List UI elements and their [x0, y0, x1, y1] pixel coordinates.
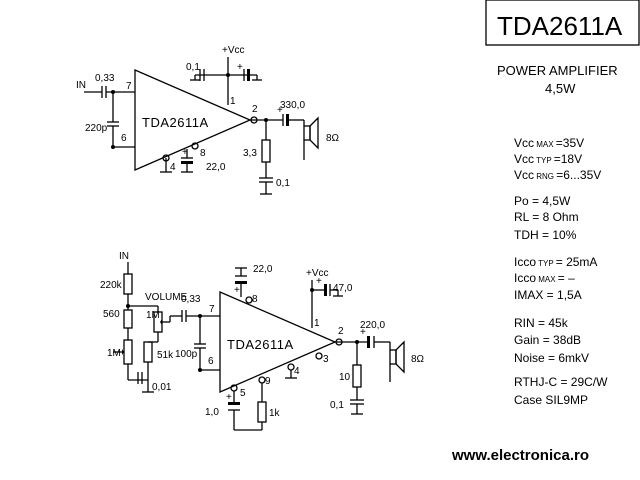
- c1-pin1: 1: [230, 96, 236, 107]
- c1-rzobel-label: 3,3: [243, 148, 257, 159]
- c2-cout-label: 220,0: [360, 320, 385, 331]
- c1-speaker-icon: [303, 125, 311, 141]
- c2-pin5: 5: [240, 388, 246, 399]
- circuit-2: TDA2611A IN 220k 560 1M VOLUME 1M 51k 0,…: [100, 251, 425, 431]
- c1-pin6: 6: [121, 133, 127, 144]
- c1-csup-label: 0,1: [186, 62, 200, 73]
- svg-text:+: +: [316, 276, 322, 287]
- c2-r220k-label: 220k: [100, 280, 123, 291]
- c2-r560-label: 560: [103, 309, 120, 320]
- c1-pin7: 7: [126, 81, 132, 92]
- spec-line: Icco TYP = 25mA: [514, 255, 597, 269]
- c1-vcc-label: +Vcc: [222, 45, 245, 56]
- spec-line: Icco MAX = –: [514, 271, 575, 285]
- c2-speaker-label: 8Ω: [411, 354, 425, 365]
- c2-in-label: IN: [119, 251, 129, 262]
- svg-text:+: +: [226, 392, 232, 403]
- spec-list: Vcc MAX =35V Vcc TYP =18V Vcc RNG =6...35V…: [514, 136, 608, 407]
- c1-pin8: 8: [200, 148, 206, 159]
- spec-line: Case SIL9MP: [514, 393, 588, 407]
- c2-pot1m-a-label: 1M: [107, 348, 121, 359]
- spec-line: Vcc TYP =18V: [514, 152, 582, 166]
- c2-pin7: 7: [209, 304, 215, 315]
- c1-cfb-label: 220p: [85, 123, 108, 134]
- c2-c47-label: 47,0: [333, 283, 353, 294]
- c1-pin2: 2: [252, 104, 258, 115]
- c2-c033-label: 0,33: [181, 294, 201, 305]
- c1-in-label: IN: [76, 80, 86, 91]
- c2-pin8: 8: [252, 294, 258, 305]
- c2-pin1: 1: [314, 318, 320, 329]
- spec-line: RL = 8 Ohm: [514, 210, 579, 224]
- c1-czobel-label: 0,1: [276, 178, 290, 189]
- c2-r51k-label: 51k: [157, 350, 174, 361]
- svg-text:+: +: [277, 105, 283, 116]
- c2-pot1m-b-label: 1M: [146, 310, 160, 321]
- c2-pin4: 4: [294, 366, 300, 377]
- chip-1-label: TDA2611A: [142, 115, 209, 130]
- spec-line: Noise = 6mkV: [514, 351, 589, 365]
- svg-text:+: +: [237, 62, 243, 73]
- c2-c10-label: 1,0: [205, 407, 219, 418]
- c1-cout-label: 330,0: [280, 100, 305, 111]
- spec-line: Vcc MAX =35V: [514, 136, 584, 150]
- c2-r1k-label: 1k: [269, 408, 281, 419]
- spec-line: Po = 4,5W: [514, 194, 571, 208]
- c2-c22-label: 22,0: [253, 264, 273, 275]
- c2-pin2: 2: [338, 326, 344, 337]
- svg-text:+: +: [360, 327, 366, 338]
- website-label: www.electronica.ro: [451, 447, 589, 464]
- spec-line: TDH = 10%: [514, 228, 577, 242]
- spec-line: Gain = 38dB: [514, 333, 581, 347]
- c2-pin6: 6: [208, 356, 214, 367]
- c2-pin9: 9: [265, 376, 271, 387]
- c2-c100p-label: 100p: [175, 349, 198, 360]
- svg-text:+: +: [182, 147, 188, 158]
- c2-c01-label: 0,1: [330, 400, 344, 411]
- chip-title: TDA2611A: [497, 11, 623, 41]
- c1-cin-label: 0,33: [95, 73, 115, 84]
- circuit-1: TDA2611A IN 0,33 7 220p 6 +Vcc 0,1 +: [76, 45, 340, 195]
- chip-2-label: TDA2611A: [227, 337, 294, 352]
- title-box: TDA2611A: [485, 0, 640, 46]
- spec-line: Vcc RNG =6...35V: [514, 168, 601, 182]
- c1-pin4: 4: [170, 162, 176, 173]
- amplifier-2-triangle: [219, 291, 337, 393]
- spec-line: IMAX = 1,5A: [514, 288, 582, 302]
- c2-vcc-label: +Vcc: [306, 268, 329, 279]
- c2-r10-label: 10: [339, 372, 351, 383]
- subtitle-line1: POWER AMPLIFIER: [497, 63, 618, 78]
- spec-line: RTHJ-C = 29C/W: [514, 375, 608, 389]
- spec-line: RIN = 45k: [514, 316, 569, 330]
- c2-volume-label: VOLUME: [145, 292, 188, 303]
- subtitle-line2: 4,5W: [545, 81, 576, 96]
- svg-text:+: +: [234, 285, 240, 296]
- c1-cpin8-label: 22,0: [206, 162, 226, 173]
- c2-pin3: 3: [323, 354, 329, 365]
- c2-c001-label: 0,01: [152, 382, 172, 393]
- c1-speaker-label: 8Ω: [326, 133, 340, 144]
- c2-speaker-icon: [389, 349, 397, 365]
